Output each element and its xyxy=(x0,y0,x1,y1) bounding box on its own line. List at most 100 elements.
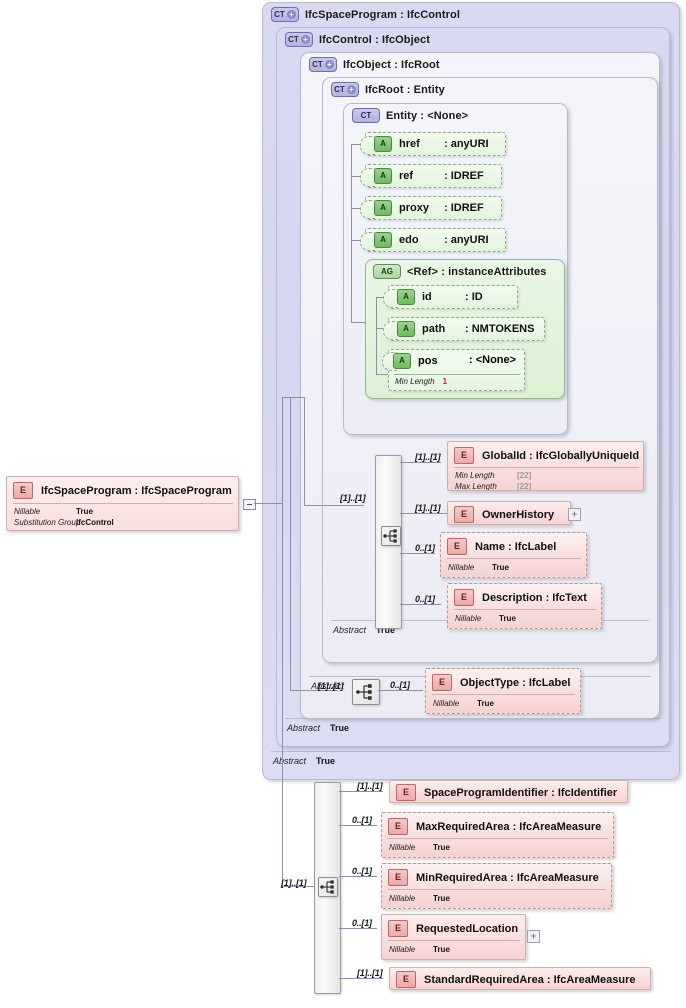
element-title: Description : IfcText xyxy=(482,591,587,604)
attribute-type: : IDREF xyxy=(444,170,484,182)
facet-key: Max Length xyxy=(455,482,497,491)
element-spaceprogramidentifier[interactable]: E SpaceProgramIdentifier : IfcIdentifier xyxy=(389,780,628,803)
element-globalid-head: E GlobalId : IfcGloballyUniqueId xyxy=(454,447,639,464)
expand-requestedlocation-button[interactable]: + xyxy=(527,930,540,943)
cardinality-description: 0..[1] xyxy=(415,594,435,604)
element-title: MaxRequiredArea : IfcAreaMeasure xyxy=(416,820,602,833)
facet-value: True xyxy=(477,699,494,708)
root-element-facets: Nillable True Substitution Group IfcCont… xyxy=(14,506,114,528)
element-icon: E xyxy=(388,818,408,835)
attribute-name: edo xyxy=(399,234,419,246)
attribute-name: href xyxy=(399,138,420,150)
attribute-type: : anyURI xyxy=(444,138,489,150)
element-minrequiredarea[interactable]: E MinRequiredArea : IfcAreaMeasure Nilla… xyxy=(381,863,612,909)
element-standardrequiredarea[interactable]: E StandardRequiredArea : IfcAreaMeasure xyxy=(389,967,651,990)
attribute-name: id xyxy=(422,291,432,303)
attribute-name: ref xyxy=(399,170,414,182)
attribute-nose xyxy=(383,321,398,340)
element-description[interactable]: E Description : IfcText Nillable True xyxy=(447,583,602,629)
attribute-type: : NMTOKENS xyxy=(465,323,535,335)
element-icon: E xyxy=(454,506,474,523)
spp-child-line-identifier xyxy=(339,791,383,792)
element-name[interactable]: E Name : IfcLabel Nillable True xyxy=(440,532,587,578)
facet-value: [22] xyxy=(517,482,532,491)
attribute-proxy[interactable]: A proxy : IDREF xyxy=(360,196,502,220)
facet-key: Nillable xyxy=(389,945,416,954)
spine-branch-top xyxy=(282,397,304,398)
attribute-type: : <None> xyxy=(469,354,517,366)
attribute-pos[interactable]: A pos : <None> Min Length 1 xyxy=(388,349,525,391)
element-standardrequiredarea-head: E StandardRequiredArea : IfcAreaMeasure xyxy=(396,971,636,988)
element-ownerhistory[interactable]: E OwnerHistory xyxy=(447,501,571,525)
expand-ownerhistory-button[interactable]: + xyxy=(568,508,581,521)
abstract-row-ifccontrol: Abstract True xyxy=(287,723,349,733)
element-name-facets: Nillable True xyxy=(448,562,509,573)
entity-attr-trunk xyxy=(351,144,352,322)
facet-value: [22] xyxy=(517,471,532,480)
facet-key: Nillable xyxy=(389,843,416,852)
element-icon: E xyxy=(13,482,33,499)
attribute-type: : ID xyxy=(465,291,483,303)
attribute-icon: A xyxy=(374,232,392,248)
entity-attr-branch-ag xyxy=(351,322,365,323)
collapse-toggle[interactable] xyxy=(243,499,256,510)
cardinality-spaceprogramidentifier: [1]..[1] xyxy=(357,781,383,791)
facet-key: Substitution Group xyxy=(14,518,81,527)
spp-child-line-standardarea xyxy=(339,978,383,979)
facet-key: Nillable xyxy=(14,507,41,516)
abstract-value: True xyxy=(330,723,350,733)
element-maxrequiredarea-head: E MaxRequiredArea : IfcAreaMeasure xyxy=(388,818,601,835)
facet-value: IfcControl xyxy=(76,518,114,527)
element-minrequiredarea-head: E MinRequiredArea : IfcAreaMeasure xyxy=(388,869,599,886)
facet-key: Nillable xyxy=(455,614,482,623)
element-title: GlobalId : IfcGloballyUniqueId xyxy=(482,449,640,462)
element-title: ObjectType : IfcLabel xyxy=(460,676,571,689)
element-objecttype[interactable]: E ObjectType : IfcLabel Nillable True xyxy=(425,668,581,714)
attribute-pos-facet: Min Length 1 xyxy=(395,377,447,386)
facet-key: Min Length xyxy=(455,471,495,480)
facet-value: True xyxy=(433,894,450,903)
complextype-icon: CT+ xyxy=(331,82,359,97)
entity-attr-branch-edo xyxy=(351,240,365,241)
abstract-label: Abstract xyxy=(273,756,307,766)
cardinality-ifcobject-sequence: [1]..[1] xyxy=(318,681,344,691)
element-title: SpaceProgramIdentifier : IfcIdentifier xyxy=(424,786,618,799)
container-ifccontrol-head: CT+ IfcControl : IfcObject xyxy=(285,32,430,47)
attribute-ref[interactable]: A ref : IDREF xyxy=(360,164,502,188)
spine-branch-ifcroot-seq xyxy=(304,505,364,506)
ag-attr-branch-id xyxy=(376,297,388,298)
cardinality-standardrequiredarea: [1]..[1] xyxy=(357,968,383,978)
attribute-icon: A xyxy=(397,289,415,305)
attribute-nose xyxy=(360,136,375,155)
facet-value: True xyxy=(433,945,450,954)
sequence-icon xyxy=(318,877,338,897)
attribute-id[interactable]: A id : ID xyxy=(383,285,518,309)
attribute-name: pos xyxy=(418,355,438,367)
sequence-compositor-ifcobject[interactable] xyxy=(352,679,380,705)
attribute-path[interactable]: A path : NMTOKENS xyxy=(383,317,545,341)
element-requestedlocation[interactable]: E RequestedLocation Nillable True xyxy=(381,914,526,960)
element-globalid[interactable]: E GlobalId : IfcGloballyUniqueId Min Len… xyxy=(447,441,644,491)
facet-value: True xyxy=(433,843,450,852)
attribute-nose xyxy=(360,200,375,219)
attributegroup-icon: AG xyxy=(373,264,401,279)
attribute-icon: A xyxy=(397,321,415,337)
abstract-label: Abstract xyxy=(333,625,367,635)
element-maxrequiredarea[interactable]: E MaxRequiredArea : IfcAreaMeasure Nilla… xyxy=(381,812,614,858)
attribute-edo[interactable]: A edo : anyURI xyxy=(360,228,506,252)
element-description-facets: Nillable True xyxy=(455,613,516,624)
facet-key: Nillable xyxy=(389,894,416,903)
element-name-head: E Name : IfcLabel xyxy=(447,538,556,555)
attribute-nose xyxy=(360,232,375,251)
container-ifcspaceprogram-head: CT+ IfcSpaceProgram : IfcControl xyxy=(271,7,460,22)
container-ifcobject-title: IfcObject : IfcRoot xyxy=(343,58,440,71)
root-element-ifcspaceprogram[interactable]: E IfcSpaceProgram : IfcSpaceProgram Nill… xyxy=(6,476,239,531)
attribute-href[interactable]: A href : anyURI xyxy=(360,132,506,156)
attribute-group-title: <Ref> : instanceAttributes xyxy=(407,265,547,278)
spine-branch-objecttype-v xyxy=(290,397,291,690)
cardinality-ifcroot-sequence: [1]..[1] xyxy=(340,493,366,503)
entity-attr-branch-proxy xyxy=(351,208,365,209)
attribute-group-head: AG <Ref> : instanceAttributes xyxy=(373,264,547,279)
ifcroot-child-line-description xyxy=(400,604,441,605)
root-element-head: E IfcSpaceProgram : IfcSpaceProgram xyxy=(13,482,232,499)
